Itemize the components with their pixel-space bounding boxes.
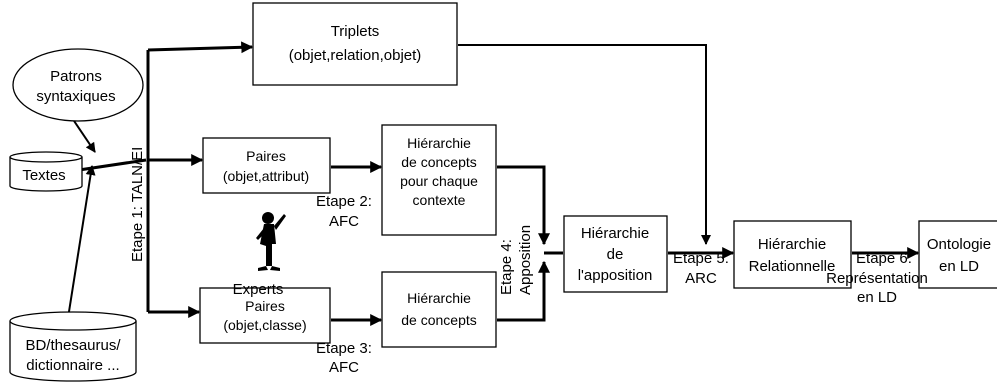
etape4-line-2: Apposition (517, 225, 534, 295)
etape5-line-2: ARC (685, 270, 717, 287)
bd-cylinder-body (9, 321, 137, 382)
etape2-line-1: Etape 2: (316, 193, 372, 210)
node-paires-attribut: Paires (objet,attribut) (202, 137, 331, 194)
hier-appos-line-2: de (607, 246, 624, 263)
edge-apposition-1 (497, 165, 550, 246)
ontologie-line-1: Ontologie (927, 236, 991, 253)
paires-attribut-title: Paires (246, 148, 286, 164)
hier-ctx-line-2: de concepts (401, 154, 477, 170)
ontologie-line-2: en LD (939, 258, 979, 275)
hier-appos-line-3: l'apposition (578, 267, 653, 284)
experts-label: Experts (233, 281, 284, 298)
bd-line-1: BD/thesaurus/ (25, 337, 121, 354)
paires-attribut-subtitle: (objet,attribut) (223, 168, 309, 184)
etape6-line-1: Etape 6: (856, 250, 912, 267)
etape6-line-3: en LD (857, 289, 897, 306)
textes-cylinder-body (9, 157, 83, 192)
node-textes: Textes (9, 151, 83, 192)
hier-concepts-line-1: Hiérarchie (407, 290, 471, 306)
edge-apposition-2 (497, 260, 550, 322)
hier-ctx-line-3: pour chaque (400, 173, 478, 189)
hier-ctx-line-4: contexte (413, 192, 466, 208)
node-hierarchie-contexte: Hiérarchie de concepts pour chaque conte… (381, 124, 497, 236)
etape3-line-2: AFC (329, 359, 359, 376)
hier-concepts-line-2: de concepts (401, 312, 477, 328)
etape4-line-1: Etape 4: (498, 239, 515, 295)
paires-classe-title: Paires (245, 298, 285, 314)
triplets-subtitle: (objet,relation,objet) (289, 47, 422, 64)
hier-rel-line-2: Relationnelle (749, 258, 836, 275)
edge-bd-to-split (67, 165, 96, 319)
patrons-line-2: syntaxiques (36, 88, 115, 105)
node-hierarchie-concepts: Hiérarchie de concepts (381, 271, 497, 348)
edge-to-triplets (147, 41, 254, 54)
etape5-line-1: Etape 5: (673, 250, 729, 267)
hier-rel-line-1: Hiérarchie (758, 236, 826, 253)
bd-cylinder-top (9, 311, 137, 331)
node-hierarchie-apposition: Hiérarchie de l'apposition (563, 215, 668, 293)
etape2-line-2: AFC (329, 213, 359, 230)
etape6-line-2: Représentation (826, 270, 928, 287)
hier-appos-line-1: Hiérarchie (581, 225, 649, 242)
node-ontologie: Ontologie en LD (918, 220, 997, 289)
node-hierarchie-relationnelle: Hiérarchie Relationnelle (733, 220, 852, 289)
patrons-line-1: Patrons (50, 68, 102, 85)
node-paires-classe: Paires (objet,classe) (199, 287, 331, 344)
hier-ctx-line-1: Hiérarchie (407, 135, 471, 151)
node-patrons-syntaxiques: Patrons syntaxiques (12, 48, 144, 122)
experts-person-icon (256, 212, 286, 271)
textes-cylinder-top (9, 151, 83, 163)
etape3-line-1: Etape 3: (316, 340, 372, 357)
triplets-title: Triplets (331, 23, 380, 40)
edge-triplets-to-arc (458, 44, 711, 245)
textes-label: Textes (22, 167, 65, 184)
paires-classe-subtitle: (objet,classe) (223, 317, 306, 333)
etape1-label: Etape 1: TALN/EI (129, 147, 146, 262)
node-bd-thesaurus: BD/thesaurus/ dictionnaire ... (9, 311, 137, 382)
bd-line-2: dictionnaire ... (26, 357, 119, 374)
edges (67, 41, 920, 326)
node-triplets: Triplets (objet,relation,objet) (252, 2, 458, 86)
